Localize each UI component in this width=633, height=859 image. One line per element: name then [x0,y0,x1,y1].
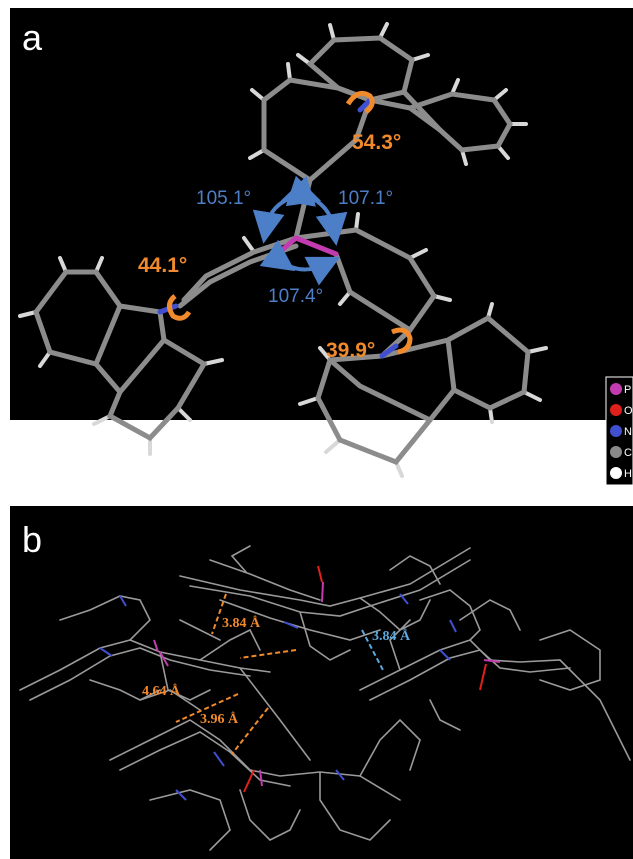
torsion-arrow-right-icon [391,327,413,355]
distance-label-2: 4.64 Å [142,683,181,699]
panel-a-label: a [22,17,43,58]
contact-line-3 [175,693,239,723]
bond-angle-arrows [252,175,348,286]
packing-molecule-top [179,545,471,661]
contact-line-2 [239,649,297,659]
torsion-label-right: 39.9° [326,339,375,362]
bond-angle-label-right: 107.1° [338,188,393,209]
contact-line-4 [231,707,269,755]
legend-item-h: H [610,467,632,480]
torsion-arrow-left-icon [167,294,192,321]
panel-a: a [10,8,633,486]
packing-molecule-bottom [109,689,421,851]
bond-angle-label-left: 105.1° [196,188,251,209]
svg-text:O: O [624,405,633,417]
hydrogen-bonds [18,22,548,478]
legend-item-c: C [610,446,632,459]
panel-a-background [10,8,633,420]
element-legend: P O N C H [605,376,633,486]
carbazole-right [315,314,531,465]
contact-line-1 [211,593,227,635]
packing-molecule-left [19,595,311,761]
svg-text:H: H [624,468,632,480]
svg-text:C: C [624,447,632,459]
packing-molecule-right [359,589,631,761]
torsion-label-top: 54.3° [352,131,401,154]
legend-item-n: N [610,425,632,438]
bond-angle-label-bottom: 107.4° [268,286,323,307]
legend-item-o: O [610,404,633,417]
legend-item-p: P [610,383,631,396]
torsion-arrow-top-icon [345,90,375,114]
panel-b-background [10,506,633,859]
distance-label-1: 3.84 Å [222,615,261,631]
svg-text:N: N [624,426,632,438]
carbazole-left [33,269,208,442]
angle-arrow-bottom-icon [259,239,341,286]
distance-label-blue: 3.84 Å [372,628,411,644]
torsion-arrows [167,90,413,355]
pi-pi-contacts [175,593,385,755]
panel-b-label: b [22,519,42,560]
crystal-packing [19,545,631,851]
angle-arrow-right-icon [285,175,348,246]
panel-b: b [10,506,633,859]
torsion-label-left: 44.1° [138,254,187,277]
svg-text:P: P [624,384,631,396]
distance-label-3: 3.96 Å [200,711,239,727]
